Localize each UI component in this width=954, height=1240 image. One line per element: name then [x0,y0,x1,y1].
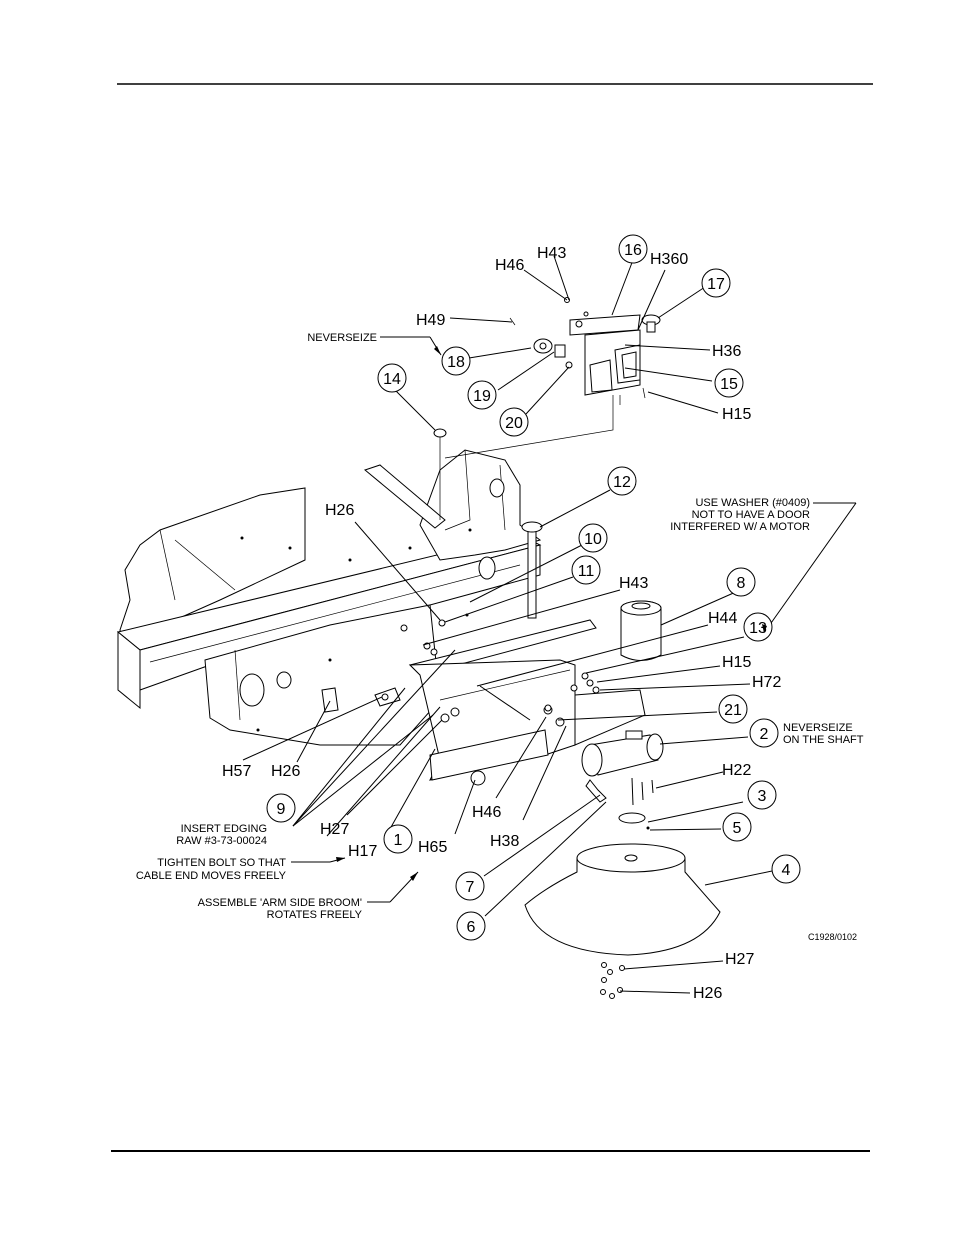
callout-14-text: 14 [383,371,401,388]
frame-chassis [116,449,543,746]
upper-bracket-assembly [444,297,661,459]
callout-7-text: 7 [466,879,475,896]
callout-18: 18 [441,346,471,376]
note-shaft-line1: NEVERSEIZE [783,722,853,734]
note-tighten-line1: TIGHTEN BOLT SO THAT [157,857,286,869]
note-assemble-line1: ASSEMBLE 'ARM SIDE BROOM' [198,897,362,909]
label-h44: H44 [708,610,737,627]
callout-9: 9 [266,793,296,823]
broom-motor-cylinder [581,730,664,777]
label-h17: H17 [348,843,377,860]
callout-13: 13 [743,612,773,642]
callout-1: 1 [383,824,413,854]
label-h72: H72 [752,674,781,691]
callout-16: 16 [618,234,648,264]
arrowheads [336,346,767,881]
label-h26-upper: H26 [325,502,354,519]
callout-9-text: 9 [277,801,286,818]
label-h49: H49 [416,312,445,329]
callout-5: 5 [722,812,752,842]
callout-19-text: 19 [473,388,491,405]
label-h27-bottom: H27 [725,951,754,968]
callout-11: 11 [571,555,601,585]
callout-2: 2 [749,718,779,748]
callout-12: 12 [607,466,637,496]
part-14-cap [433,428,447,520]
callout-18-text: 18 [447,354,465,371]
leader-lines [242,255,857,994]
callout-21: 21 [718,694,748,724]
label-h57: H57 [222,763,251,780]
label-h46-bottom: H46 [472,804,501,821]
callout-15-text: 15 [720,376,738,393]
label-h27-left: H27 [320,821,349,838]
callout-6: 6 [456,911,486,941]
callout-5-text: 5 [733,820,742,837]
callout-19: 19 [467,380,497,410]
callout-16-text: 16 [624,242,642,259]
callout-17-text: 17 [707,276,725,293]
note-shaft-line2: ON THE SHAFT [783,734,864,746]
callout-8-text: 8 [737,575,746,592]
callout-8: 8 [726,567,756,597]
note-washer-line2: NOT TO HAVE A DOOR [692,509,810,521]
callout-14: 14 [377,363,407,393]
note-tighten-line2: CABLE END MOVES FREELY [136,870,287,882]
hardware-labels: H43 H46 H360 H49 H36 H15 H26 H43 H44 H15… [222,245,781,1002]
hydraulic-motor [620,600,662,661]
callout-20-text: 20 [505,415,523,432]
label-h26-left: H26 [271,763,300,780]
label-h15-mid: H15 [722,654,751,671]
label-h22: H22 [722,762,751,779]
label-h26-bottom: H26 [693,985,722,1002]
callout-21-text: 21 [724,702,742,719]
label-h46-top: H46 [495,257,524,274]
callout-20: 20 [499,407,529,437]
callout-3: 3 [747,780,777,810]
callout-11-text: 11 [578,563,595,580]
note-washer-line3: INTERFERED W/ A MOTOR [670,521,810,533]
label-h36: H36 [712,343,741,360]
label-h43-mid: H43 [619,575,648,592]
label-h15-top: H15 [722,406,751,423]
callout-4-text: 4 [782,862,791,879]
callout-1-text: 1 [394,832,403,849]
callout-6-text: 6 [467,919,476,936]
callout-10: 10 [578,523,608,553]
assembly-notes: NEVERSEIZE USE WASHER (#0409) NOT TO HAV… [136,332,864,942]
note-edging-line2: RAW #3-73-00024 [176,835,267,847]
callout-7: 7 [455,871,485,901]
callout-4: 4 [771,854,801,884]
callout-2-text: 2 [760,726,769,743]
note-neverseize-top: NEVERSEIZE [307,332,377,344]
callout-bubbles: 16 17 18 14 19 15 20 12 [266,234,801,941]
note-washer-line1: USE WASHER (#0409) [695,497,810,509]
callout-12-text: 12 [613,474,631,491]
note-edging-line1: INSERT EDGING [181,823,267,835]
label-h65: H65 [418,839,447,856]
label-h360: H360 [650,251,688,268]
callout-17: 17 [701,268,731,298]
label-h43-top: H43 [537,245,566,262]
note-assemble-line2: ROTATES FREELY [267,909,363,921]
label-h38: H38 [490,833,519,850]
loose-hardware [400,619,600,712]
callout-15: 15 [714,368,744,398]
callout-10-text: 10 [584,531,602,548]
drawing-code: C1928/0102 [808,932,857,942]
side-broom-disc [524,777,721,999]
callout-3-text: 3 [758,788,767,805]
